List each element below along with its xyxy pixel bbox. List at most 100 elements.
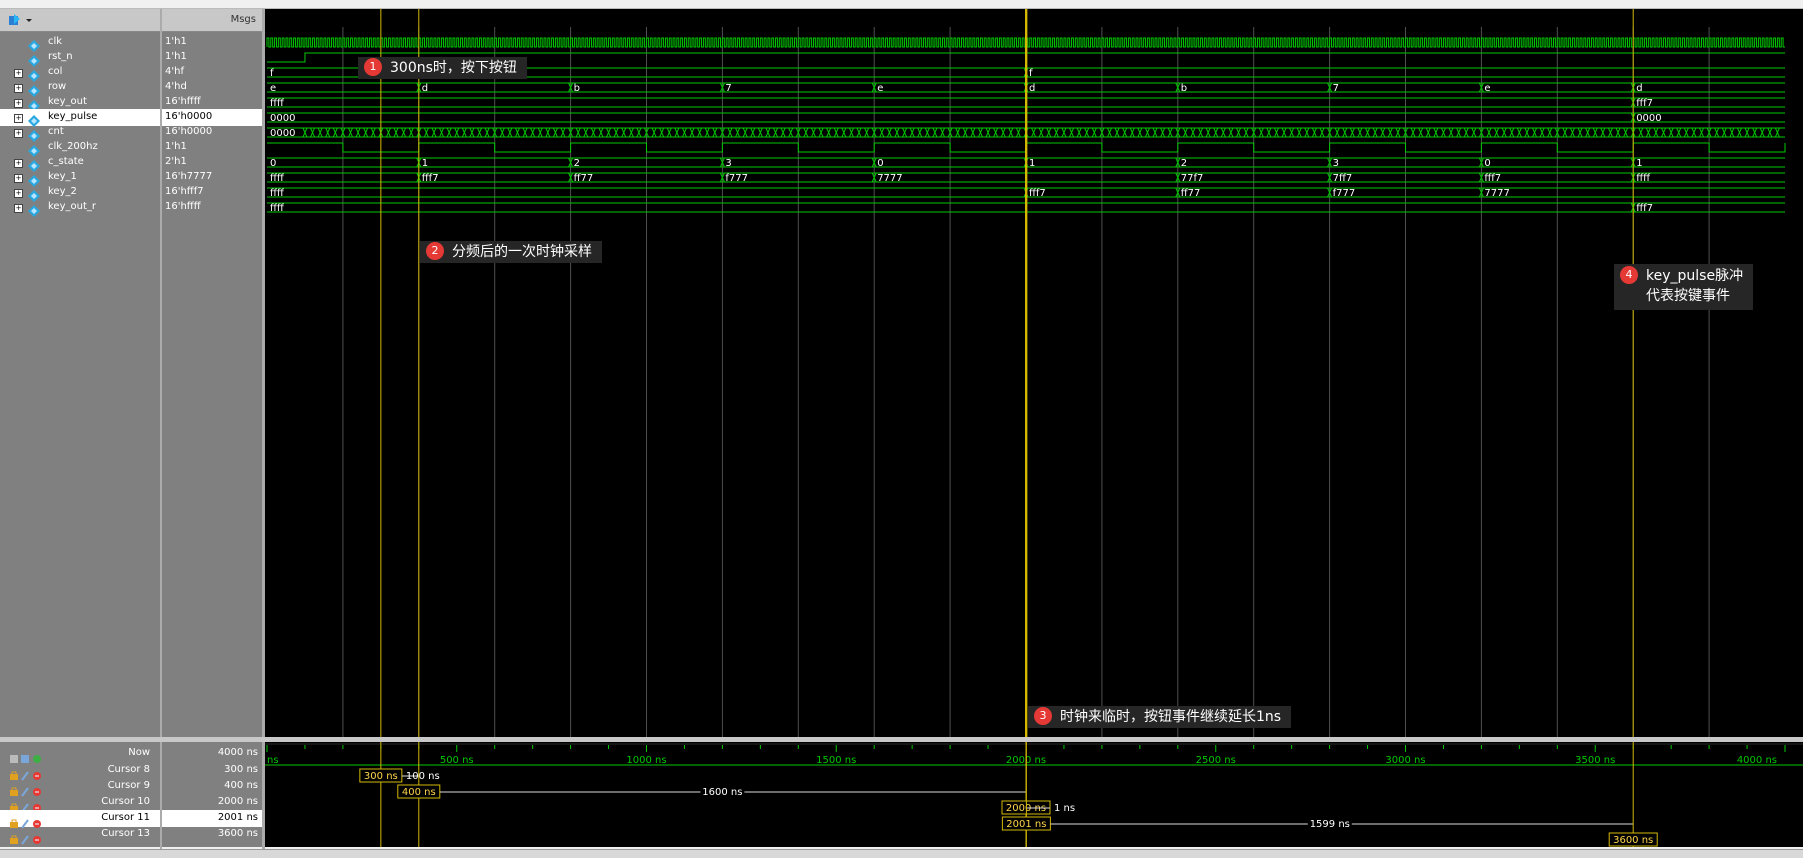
- wave-value-label: 3: [1333, 158, 1339, 169]
- annotation-badge: 1: [364, 58, 382, 76]
- wave-value-label: 0000: [270, 128, 295, 139]
- wave-value-label: ffff: [270, 203, 285, 214]
- signal-value-text: 16'hfff7: [165, 186, 204, 197]
- wave-value-label: 0: [1484, 158, 1490, 169]
- signal-row-key_out_r[interactable]: +key_out_r: [0, 199, 160, 217]
- cursor-value-text: 300 ns: [224, 764, 258, 775]
- expand-toggle[interactable]: +: [14, 129, 23, 138]
- wave-value-label: fff7: [1636, 203, 1653, 214]
- signal-value: 16'hffff: [162, 94, 262, 111]
- signal-name: rst_n: [48, 51, 73, 62]
- annotation-badge: 4: [1620, 266, 1638, 284]
- signal-icon: [28, 112, 40, 127]
- expand-toggle[interactable]: +: [14, 84, 23, 93]
- signal-row-key_2[interactable]: + key_2: [0, 184, 160, 202]
- annotation-text: 时钟来临时，按钮事件继续延长1ns: [1060, 709, 1282, 725]
- cursor-row-1[interactable]: Cursor 8: [0, 762, 160, 781]
- wave-value-label: 7: [1333, 83, 1339, 94]
- signal-value: 1'h1: [162, 34, 262, 51]
- cursor-row-4[interactable]: Cursor 11: [0, 810, 160, 829]
- signal-name: cnt: [48, 126, 64, 137]
- signal-row-clk[interactable]: clk: [0, 34, 160, 52]
- signal-icon: [28, 202, 40, 217]
- expand-toggle[interactable]: +: [14, 69, 23, 78]
- wave-value-label: 2: [574, 158, 580, 169]
- signal-name: key_2: [48, 186, 77, 197]
- cursor-toolbar-icons[interactable]: [10, 749, 46, 763]
- signal-value-text: 16'h0000: [165, 111, 213, 122]
- signal-value-text: 1'h1: [165, 51, 187, 62]
- signal-icon: [28, 142, 40, 157]
- annotation-3: 3 时钟来临时，按钮事件继续延长1ns: [1028, 706, 1292, 728]
- signal-icon: [28, 67, 40, 82]
- signal-name: key_1: [48, 171, 77, 182]
- wave-value-label: f: [270, 68, 274, 79]
- cursor-row-2[interactable]: Cursor 9: [0, 778, 160, 797]
- signal-row-row[interactable]: + row: [0, 79, 160, 97]
- signal-row-rst_n[interactable]: rst_n: [0, 49, 160, 67]
- wave-rst_n: [267, 52, 1785, 63]
- timeline-tick-label: 2500 ns: [1196, 755, 1236, 766]
- expand-toggle[interactable]: +: [14, 159, 23, 168]
- wave-value-label: 77f7: [1181, 173, 1204, 184]
- signal-value-text: 16'h7777: [165, 171, 213, 182]
- cursor-lock-icon[interactable]: [10, 830, 46, 845]
- signal-value-text: 16'hffff: [165, 96, 201, 107]
- wave-value-label: 0000: [270, 113, 295, 124]
- cursor-time-box[interactable]: [1608, 832, 1658, 847]
- wave-value-label: d: [422, 83, 428, 94]
- signal-value-text: 4'hd: [165, 81, 187, 92]
- expand-toggle[interactable]: +: [14, 114, 23, 123]
- wave-value-label: 7777: [1484, 188, 1509, 199]
- annotation-text: 分频后的一次时钟采样: [452, 244, 592, 260]
- cursor-lock-icon[interactable]: [10, 798, 46, 813]
- signal-value: 16'hffff: [162, 199, 262, 216]
- signal-icon: [28, 127, 40, 142]
- expand-toggle[interactable]: +: [14, 189, 23, 198]
- annotation-badge: 3: [1034, 707, 1052, 725]
- signal-row-key_1[interactable]: + key_1: [0, 169, 160, 187]
- signal-value: 1'h1: [162, 139, 262, 156]
- signal-row-key_pulse[interactable]: +key_pulse: [0, 109, 160, 127]
- signal-name: key_out: [48, 96, 87, 107]
- cursor-name: Cursor 8: [107, 764, 150, 775]
- signal-row-clk_200hz[interactable]: clk_200hz: [0, 139, 160, 157]
- cursor-lock-icon[interactable]: [10, 766, 46, 781]
- signal-row-c_state[interactable]: +c_state: [0, 154, 160, 172]
- now-label: Now: [128, 747, 150, 758]
- cursor-value: 2000 ns: [162, 794, 262, 811]
- signal-value: 16'h7777: [162, 169, 262, 186]
- name-value-splitter[interactable]: [160, 9, 162, 849]
- cursor-lock-icon[interactable]: [10, 814, 46, 829]
- now-value: 4000 ns: [162, 745, 262, 762]
- wave-value-label: 1: [422, 158, 428, 169]
- signal-row-cnt[interactable]: + cnt: [0, 124, 160, 142]
- cursor-time-label: 3600 ns: [1613, 835, 1653, 846]
- expand-toggle[interactable]: +: [14, 99, 23, 108]
- wave-value-label: 1: [1029, 158, 1035, 169]
- signal-name: clk: [48, 36, 63, 47]
- signal-value: 16'hfff7: [162, 184, 262, 201]
- cursor-row-5[interactable]: Cursor 13: [0, 826, 160, 845]
- cursor-time-box[interactable]: [397, 784, 441, 799]
- expand-toggle[interactable]: +: [14, 174, 23, 183]
- cursor-value-text: 3600 ns: [217, 828, 258, 839]
- value-wave-splitter[interactable]: [262, 9, 265, 849]
- expand-toggle[interactable]: +: [14, 204, 23, 213]
- wave-value-label: b: [574, 83, 580, 94]
- signal-name: row: [48, 81, 67, 92]
- signal-row-col[interactable]: + col: [0, 64, 160, 82]
- signal-name: col: [48, 66, 63, 77]
- timeline-tick-label: 1000 ns: [626, 755, 666, 766]
- wave-value-label: 0: [877, 158, 883, 169]
- signal-icon: [28, 37, 40, 52]
- cursor-pane-splitter[interactable]: [0, 737, 1803, 742]
- cursor-row-3[interactable]: Cursor 10: [0, 794, 160, 813]
- cursor-lock-icon[interactable]: [10, 782, 46, 797]
- wave-toolbar-icon[interactable]: [8, 13, 34, 27]
